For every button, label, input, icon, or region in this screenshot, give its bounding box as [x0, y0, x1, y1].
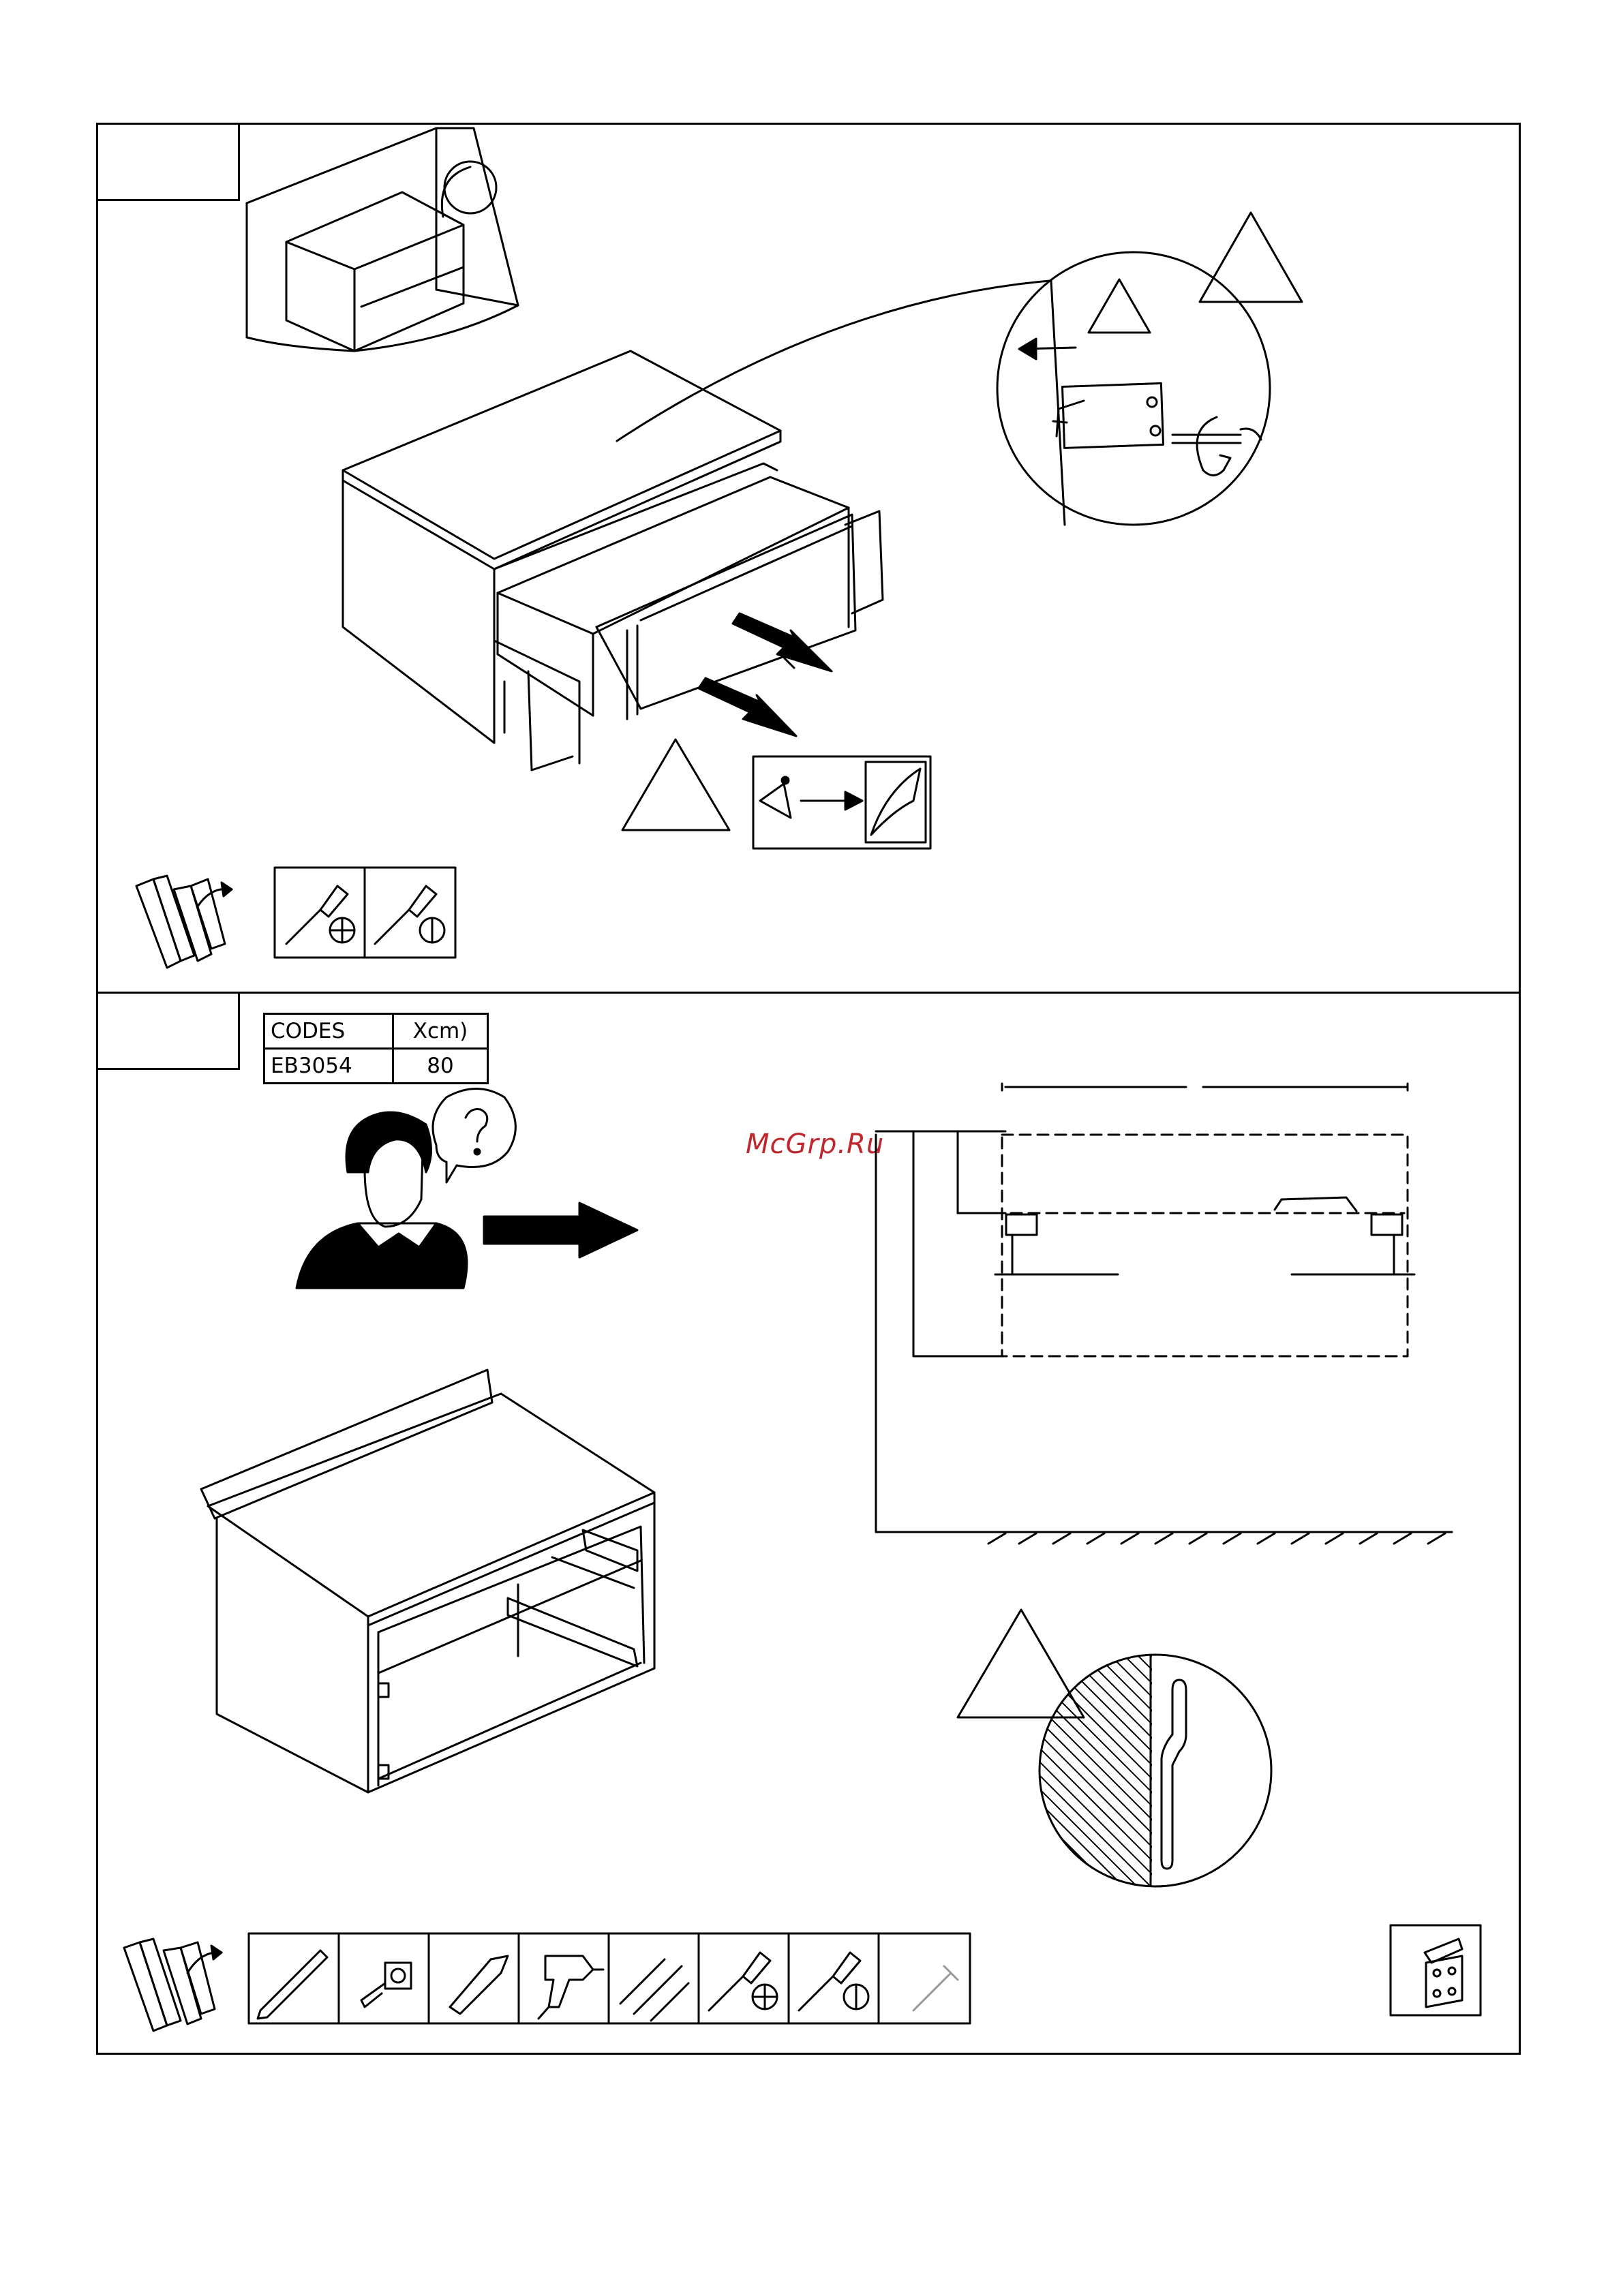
flat-screwdriver-icon — [375, 886, 444, 944]
step2-tool-strip — [249, 1933, 970, 2023]
person-help-icon — [297, 1089, 515, 1289]
flat-screwdriver-icon — [799, 1953, 868, 2010]
phillips-screwdriver-icon — [709, 1953, 777, 2010]
warning-triangle-icon — [1200, 213, 1302, 302]
phillips-screwdriver-icon — [286, 886, 354, 944]
step1-tool-strip — [275, 868, 455, 958]
cabinet-open-drawers-illustration — [343, 351, 883, 770]
pull-arrows — [699, 613, 832, 736]
cabinet-frame-illustration — [201, 1370, 654, 1792]
warning-triangle-icon — [1089, 279, 1150, 333]
step2-parts-bag-icon — [124, 1939, 222, 2031]
drill-bits-icon — [620, 1959, 688, 2021]
leader-line — [617, 281, 1050, 441]
bracket-detail-circle — [997, 252, 1270, 525]
nail-icon — [913, 1966, 958, 2010]
tape-measure-icon — [361, 1963, 411, 2007]
step1-parts-bag-icon — [136, 876, 232, 968]
warning-triangle-icon — [958, 1610, 1084, 1717]
arrow-right-icon — [484, 1203, 637, 1257]
wall-hatch-detail-circle — [1022, 1527, 1271, 1990]
room-context-illustration — [247, 128, 518, 351]
utility-knife-icon — [450, 1956, 508, 2014]
warning-triangle-icon — [622, 739, 729, 830]
wall-dimension-diagram — [876, 1084, 1452, 1544]
pencil-icon — [258, 1950, 327, 2019]
hanging-bracket-part-icon — [1391, 1925, 1481, 2015]
power-drill-icon — [539, 1956, 603, 2019]
remove-protective-film-icon — [753, 756, 930, 848]
